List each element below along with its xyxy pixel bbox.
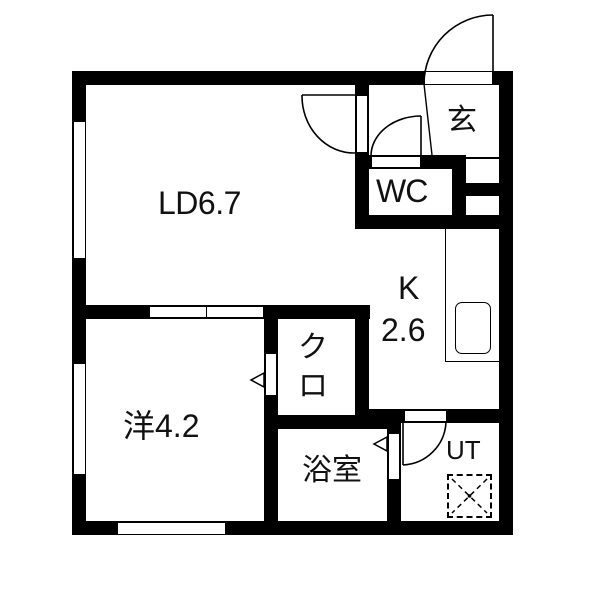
shelf-divider <box>452 183 513 196</box>
wall-wc-bottom <box>355 215 513 229</box>
bath-door <box>388 433 400 480</box>
washer-space <box>447 474 492 518</box>
closet-door <box>265 353 277 396</box>
kitchen-sink <box>455 302 491 354</box>
room-label-entrance: 玄 <box>447 104 477 137</box>
room-label-ld: LD6.7 <box>158 185 241 221</box>
entrance-door-leaf <box>423 83 433 156</box>
ld-door-arc <box>301 94 356 154</box>
room-label-closet-1: ク <box>298 331 328 364</box>
ut-door-opening <box>404 410 447 422</box>
room-label-closet-2: ロ <box>298 370 328 403</box>
sliding-door-right <box>206 306 264 318</box>
room-label-utility: UT <box>446 435 481 465</box>
entrance-step-line <box>466 157 500 159</box>
wc-door-opening <box>371 156 421 168</box>
ld-door <box>356 95 368 153</box>
room-label-kitchen-type: K <box>398 270 420 306</box>
room-label-western: 洋4.2 <box>123 408 200 444</box>
sliding-door-left <box>149 306 207 318</box>
room-label-toilet: WC <box>376 173 428 209</box>
western-window-left <box>73 363 86 475</box>
wc-door-arc <box>370 115 422 157</box>
ut-door-arc <box>402 421 447 466</box>
room-label-bath: 浴室 <box>302 454 362 487</box>
western-window-bottom <box>117 522 226 535</box>
closet-door-triangle <box>249 371 265 389</box>
bath-door-triangle <box>372 435 388 453</box>
outer-wall-top <box>72 71 513 85</box>
ld-window-left <box>73 121 86 259</box>
wall-closet-east <box>355 305 369 417</box>
entrance-door-opening <box>424 71 493 85</box>
room-label-kitchen-size: 2.6 <box>381 312 426 348</box>
outer-wall-right <box>499 71 513 535</box>
